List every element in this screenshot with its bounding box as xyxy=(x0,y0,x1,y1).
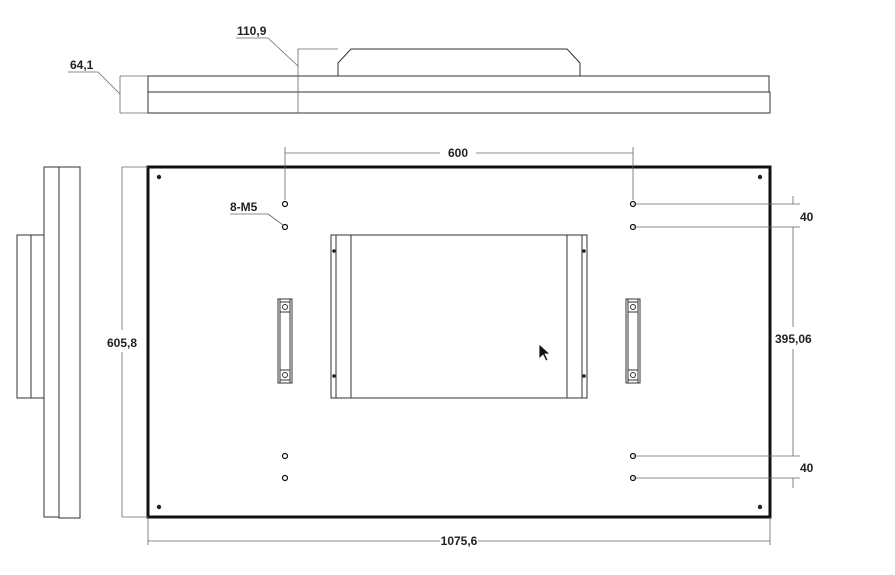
top-view: 110,9 64,1 xyxy=(68,24,771,114)
top-view-body xyxy=(147,91,771,114)
side-view-body xyxy=(58,166,81,519)
label-width: 1075,6 xyxy=(441,534,478,548)
side-view xyxy=(16,166,81,519)
top-view-bezel xyxy=(147,75,770,93)
label-hole-offset-top: 40 xyxy=(800,210,814,224)
corner-screw-bottom-right xyxy=(757,504,763,510)
mount-hole xyxy=(281,474,289,482)
leader-thickness xyxy=(97,71,121,95)
corner-screw-top-left xyxy=(156,174,162,180)
leader-thread xyxy=(267,213,284,226)
label-thickness: 64,1 xyxy=(70,58,94,72)
label-thread: 8-M5 xyxy=(230,200,258,214)
mouse-cursor-icon xyxy=(538,343,552,362)
side-view-bezel xyxy=(43,166,60,518)
leader-side-offset xyxy=(267,37,299,67)
label-height: 605,8 xyxy=(107,336,137,350)
handle-left xyxy=(277,298,293,384)
dimensions: 600 8-M5 605,8 40 395,06 40 1075,6 xyxy=(107,146,814,548)
mount-hole xyxy=(281,223,289,231)
label-side-offset: 110,9 xyxy=(237,24,267,38)
corner-screw-bottom-left xyxy=(156,504,162,510)
center-mount-box xyxy=(330,234,588,399)
back-view xyxy=(146,165,772,519)
back-panel-outline xyxy=(146,165,772,519)
center-box-outline xyxy=(330,234,588,399)
label-hole-spacing-h: 600 xyxy=(448,146,468,160)
corner-screw-top-right xyxy=(757,174,763,180)
handle-right xyxy=(625,298,641,384)
label-hole-offset-bottom: 40 xyxy=(800,461,814,475)
mount-hole xyxy=(281,200,289,208)
top-view-mount-box xyxy=(337,48,581,76)
label-hole-spacing-v: 395,06 xyxy=(775,332,812,346)
mount-hole xyxy=(281,452,289,460)
